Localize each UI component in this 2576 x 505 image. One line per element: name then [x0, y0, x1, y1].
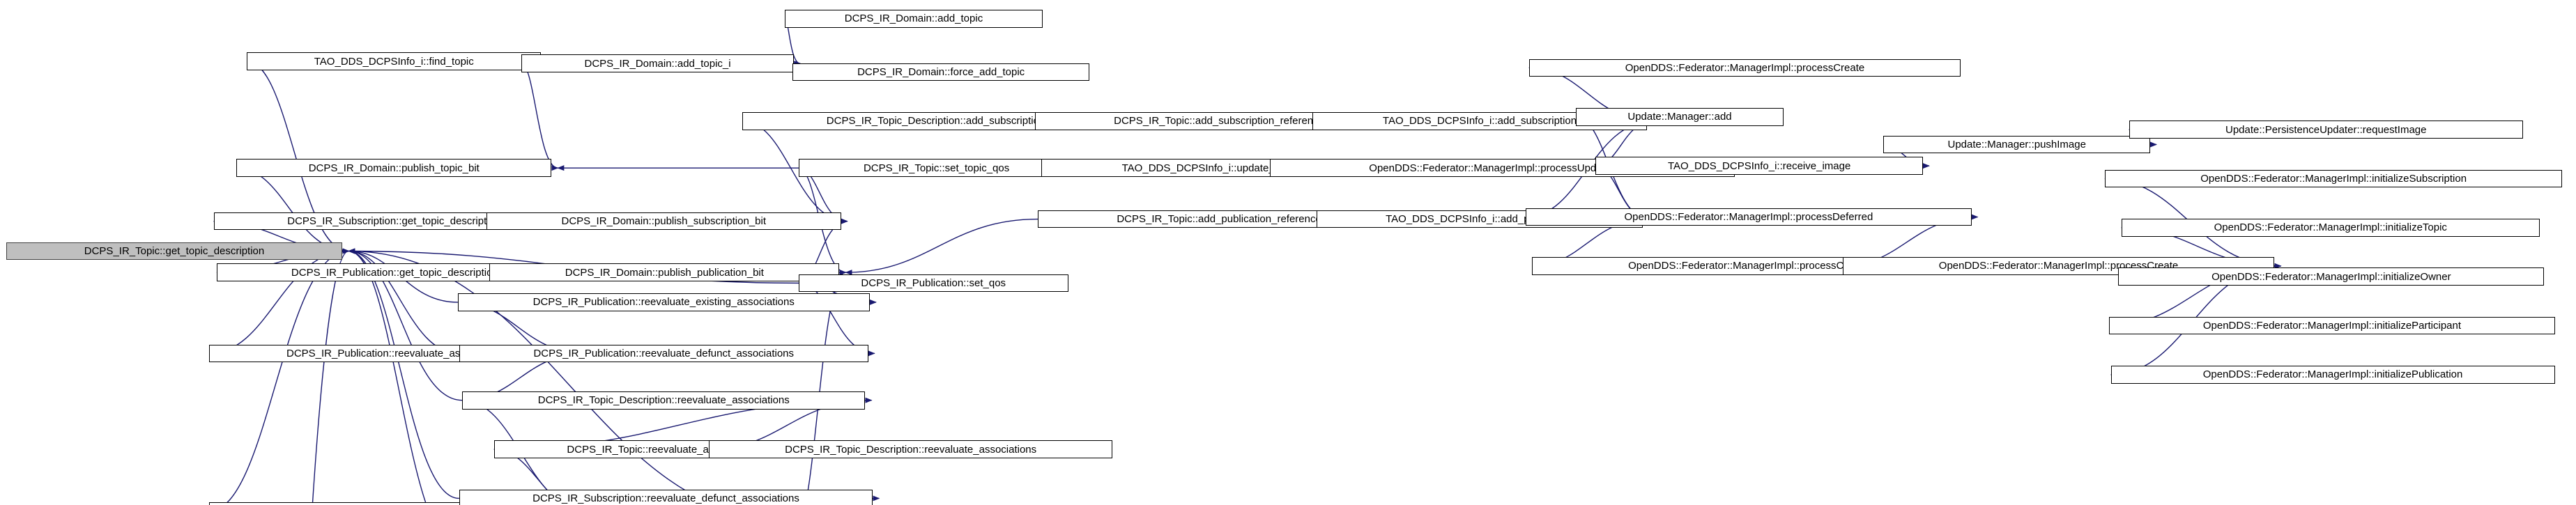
- graph-node[interactable]: OpenDDS::Federator::ManagerImpl::initial…: [2118, 267, 2545, 286]
- graph-node[interactable]: Update::Manager::pushImage: [1883, 135, 2151, 154]
- graph-node[interactable]: OpenDDS::Federator::ManagerImpl::initial…: [2110, 366, 2555, 384]
- graph-node[interactable]: DCPS_IR_Domain::add_topic_i: [521, 54, 795, 73]
- graph-node[interactable]: DCPS_IR_Subscription::reevaluate_defunct…: [459, 489, 873, 505]
- graph-edge: [348, 248, 459, 499]
- graph-edge: [312, 248, 350, 505]
- graph-edge: [223, 248, 350, 505]
- graph-node[interactable]: DCPS_IR_Domain::publish_subscription_bit: [486, 212, 841, 231]
- graph-node-root[interactable]: DCPS_IR_Topic::get_topic_description: [6, 242, 343, 261]
- graph-edge: [348, 248, 427, 505]
- graph-node[interactable]: DCPS_IR_Publication::reevaluate_existing…: [457, 293, 870, 311]
- graph-node[interactable]: DCPS_IR_Publication::set_qos: [798, 274, 1068, 293]
- graph-node[interactable]: TAO_DDS_DCPSInfo_i::receive_image: [1595, 157, 1923, 175]
- graph-node[interactable]: DCPS_IR_Domain::publish_topic_bit: [236, 159, 552, 177]
- graph-node[interactable]: DCPS_IR_Publication::reevaluate_defunct_…: [459, 344, 868, 363]
- graph-node[interactable]: OpenDDS::Federator::ManagerImpl::process…: [1526, 208, 1972, 226]
- graph-node[interactable]: DCPS_IR_Topic_Description::reevaluate_as…: [462, 391, 866, 410]
- graph-edge: [348, 248, 716, 505]
- graph-edge: [845, 218, 1038, 276]
- graph-node[interactable]: TAO_DDS_DCPSInfo_i::find_topic: [247, 52, 542, 70]
- graph-node[interactable]: DCPS_IR_Topic_Description::reevaluate_as…: [709, 440, 1112, 458]
- graph-node[interactable]: DCPS_IR_Domain::add_topic: [785, 10, 1043, 28]
- graph-node[interactable]: DCPS_IR_Domain::publish_publication_bit: [489, 263, 840, 281]
- graph-node[interactable]: Update::Manager::add: [1576, 107, 1784, 126]
- graph-edge: [236, 167, 350, 254]
- graph-node[interactable]: OpenDDS::Federator::ManagerImpl::initial…: [2109, 316, 2555, 335]
- graph-edge: [521, 63, 559, 171]
- graph-node[interactable]: Update::PersistenceUpdater::requestImage: [2129, 121, 2523, 139]
- graph-node[interactable]: DCPS_IR_Domain::force_add_topic: [792, 63, 1090, 81]
- graph-node[interactable]: OpenDDS::Federator::ManagerImpl::process…: [1528, 59, 1961, 77]
- graph-node[interactable]: OpenDDS::Federator::ManagerImpl::process…: [1842, 257, 2275, 275]
- graph-node[interactable]: DCPS_IR_Topic::set_topic_qos: [798, 159, 1075, 177]
- graph-node[interactable]: OpenDDS::Federator::ManagerImpl::initial…: [2121, 219, 2540, 237]
- graph-node[interactable]: OpenDDS::Federator::ManagerImpl::initial…: [2104, 169, 2563, 188]
